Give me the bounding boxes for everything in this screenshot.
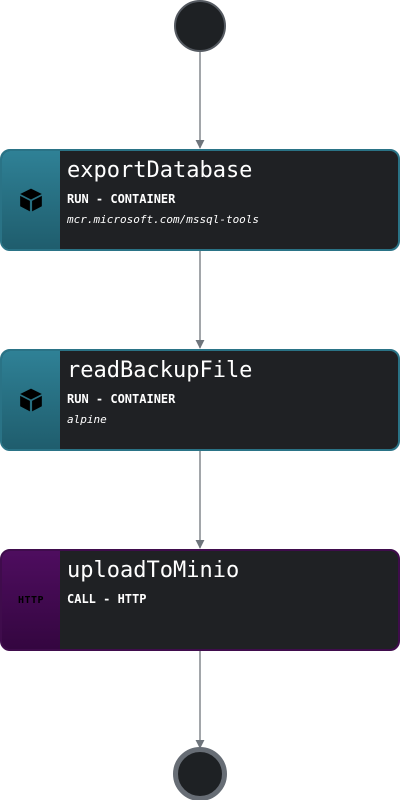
task-title: exportDatabase bbox=[67, 158, 253, 183]
task-node-exportDatabase[interactable]: exportDatabase RUN - CONTAINER mcr.micro… bbox=[0, 149, 400, 251]
start-event[interactable] bbox=[174, 0, 226, 52]
container-cube-icon bbox=[20, 388, 42, 412]
task-kind: RUN - CONTAINER bbox=[67, 192, 176, 206]
task-kind: CALL - HTTP bbox=[67, 592, 147, 606]
task-title: readBackupFile bbox=[67, 358, 253, 383]
task-image: mcr.microsoft.com/mssql-tools bbox=[67, 213, 260, 226]
task-title: uploadToMinio bbox=[67, 558, 240, 583]
end-event[interactable] bbox=[173, 747, 227, 800]
task-kind: RUN - CONTAINER bbox=[67, 392, 176, 406]
task-image: alpine bbox=[67, 413, 107, 426]
task-node-uploadToMinio[interactable]: HTTP uploadToMinio CALL - HTTP bbox=[0, 549, 400, 651]
http-tag-icon: HTTP bbox=[17, 594, 45, 606]
task-type-band: HTTP bbox=[2, 551, 60, 649]
container-cube-icon bbox=[20, 188, 42, 212]
task-node-readBackupFile[interactable]: readBackupFile RUN - CONTAINER alpine bbox=[0, 349, 400, 451]
task-type-band bbox=[2, 351, 60, 449]
task-type-band bbox=[2, 151, 60, 249]
